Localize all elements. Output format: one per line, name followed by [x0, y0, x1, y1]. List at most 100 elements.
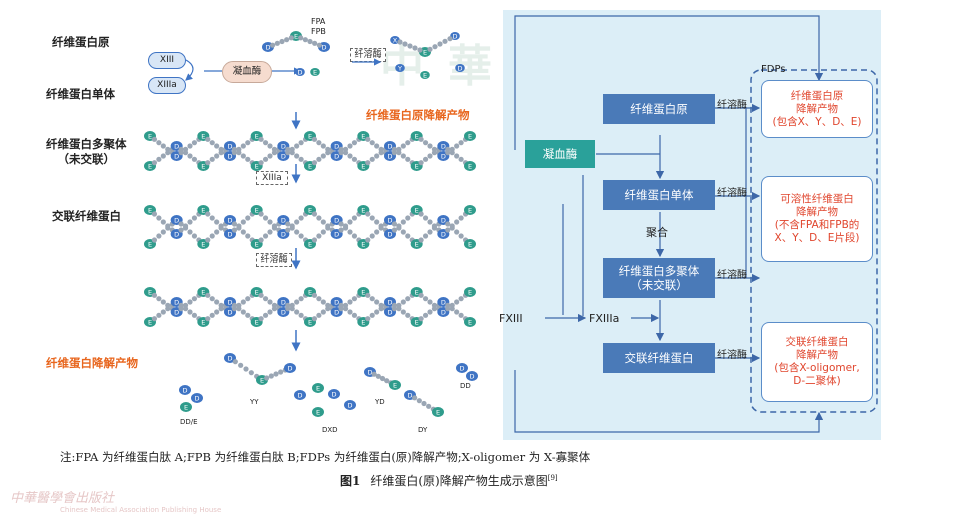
fragment-bead	[179, 385, 191, 395]
chain-link	[214, 153, 220, 159]
chain-link	[422, 215, 429, 221]
chain-link	[458, 156, 464, 162]
bead-letter: D	[387, 217, 392, 225]
chain-link	[151, 160, 158, 166]
bead-letter: E	[148, 289, 152, 297]
chain-link	[342, 306, 349, 312]
chain-link	[338, 302, 344, 308]
chain-link	[320, 309, 326, 315]
chain-link	[342, 150, 349, 156]
chain-link	[245, 233, 251, 239]
factor-xiiia-oval: XIIIa	[148, 77, 186, 94]
d-bead	[455, 64, 465, 72]
chain-link	[273, 371, 279, 377]
bead-letter: E	[361, 319, 365, 327]
bead-letter: E	[415, 163, 419, 171]
chain-link	[365, 292, 371, 298]
publisher-logo-text: 中華醫學會出版社	[10, 491, 115, 506]
chain-link	[369, 312, 375, 318]
chain-link	[262, 296, 269, 302]
chain-link	[454, 299, 460, 305]
chain-link	[391, 221, 398, 227]
bead-letter: E	[361, 133, 365, 141]
chain-link	[427, 219, 433, 225]
bead-letter: D	[227, 231, 232, 239]
chain-link	[178, 146, 184, 152]
chain-link	[240, 143, 246, 149]
chain-link	[191, 215, 198, 221]
bead-letter: E	[148, 207, 152, 215]
chain-link	[311, 316, 318, 322]
bead-letter: E	[308, 133, 312, 141]
bead-letter: E	[255, 163, 259, 171]
chain-link	[416, 398, 422, 404]
chain-link	[351, 140, 358, 146]
bead-letter: E	[313, 69, 317, 77]
chain-link	[437, 41, 443, 47]
chain-link	[316, 312, 322, 318]
fdp3-line4: D-二聚体)	[793, 375, 841, 387]
chain-link	[379, 375, 386, 382]
bead-letter: D	[334, 231, 339, 239]
bead-letter: D	[281, 217, 286, 225]
chain-link	[279, 38, 285, 45]
chain-link	[245, 296, 251, 302]
chain-link	[316, 42, 322, 48]
flow-monomer-box: 纤维蛋白单体	[603, 180, 715, 210]
chain-link	[422, 312, 429, 318]
bead-letter: E	[201, 319, 205, 327]
monomer-e-bead	[310, 68, 320, 76]
bead-letter: E	[201, 241, 205, 249]
bead-letter: D	[387, 299, 392, 307]
chain-link	[320, 143, 326, 149]
fdp3-line3: (包含X-oligomer,	[774, 362, 860, 374]
chain-link	[160, 309, 166, 315]
chain-link	[245, 312, 251, 318]
label-multimer: 纤维蛋白多聚体 （未交联）	[46, 137, 127, 167]
fdp3-line2: 降解产物	[796, 349, 838, 361]
bead-letter: E	[415, 133, 419, 141]
bead-letter: D	[174, 217, 179, 225]
bead-letter: E	[294, 33, 298, 41]
flow-arrows	[514, 15, 878, 433]
bead-letter: E	[361, 289, 365, 297]
chain-link	[316, 233, 322, 239]
bead-letter: D	[227, 309, 232, 317]
fragment-yd-label: YD	[375, 398, 385, 406]
chain-link	[182, 225, 189, 231]
plasmin-label-2: 纤溶酶	[717, 188, 747, 199]
chain-link	[418, 292, 424, 298]
bead-letter: D	[297, 392, 302, 400]
chain-link	[156, 312, 162, 318]
chain-link	[351, 156, 358, 162]
chain-link	[182, 306, 189, 312]
chain-link	[374, 219, 380, 225]
chain-link	[267, 219, 273, 225]
plasmin-label-1: 纤溶酶	[717, 100, 747, 111]
chain-link	[338, 221, 344, 227]
chain-link	[374, 299, 380, 305]
chain-link	[427, 46, 433, 52]
bead-letter: E	[361, 207, 365, 215]
chain-link	[311, 237, 318, 243]
bead-letter: D	[387, 231, 392, 239]
label-crosslinked: 交联纤维蛋白	[52, 209, 121, 223]
chain-link	[209, 296, 215, 302]
bead-letter: E	[255, 289, 259, 297]
chain-link	[396, 150, 402, 156]
bead-letter: E	[201, 289, 205, 297]
chain-link	[205, 316, 211, 322]
chain-link	[294, 153, 300, 159]
fragment-dd-e-label: DD/E	[180, 418, 198, 426]
chain-link	[268, 373, 274, 379]
fxiii-label: FXIII	[499, 312, 523, 325]
monomer-d-bead	[295, 68, 305, 76]
bead-letter: D	[387, 309, 392, 317]
chain-link	[396, 306, 402, 312]
chain-bead	[464, 131, 476, 141]
chain-link	[262, 215, 269, 221]
polymerize-label: 聚合	[646, 226, 668, 239]
bead-letter: D	[265, 44, 270, 52]
bead-letter: E	[316, 409, 320, 417]
